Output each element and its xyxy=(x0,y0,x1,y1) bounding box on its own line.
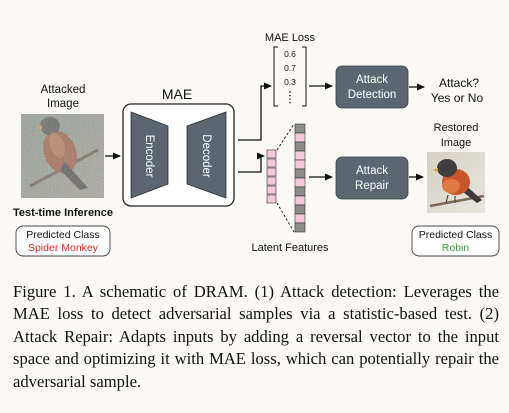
encoder-label: Encoder xyxy=(143,135,155,178)
predicted-class-label-left: Predicted Class xyxy=(26,229,100,241)
attack-repair-box xyxy=(335,156,409,200)
predicted-class-box-right xyxy=(411,225,500,257)
predicted-class-value-left: Spider Monkey xyxy=(28,242,99,254)
mae-loss-value-2: 0.7 xyxy=(284,63,296,73)
latent-features-label: Latent Features xyxy=(251,242,329,254)
latent-expand-line-bottom xyxy=(276,202,295,233)
attack-detection-label-line2: Detection xyxy=(348,89,397,101)
mae-loss-bracket-left xyxy=(273,46,278,107)
attacked-image-label-line1: Attacked xyxy=(41,84,86,96)
attack-detection-box xyxy=(335,65,409,109)
mae-loss-value-3: 0.3 xyxy=(284,77,296,87)
latent-features-small xyxy=(266,149,277,204)
restored-bird-image xyxy=(427,152,485,213)
arrow-mae-to-latent xyxy=(238,152,265,173)
predicted-class-box-left xyxy=(15,225,111,257)
restored-image-label-line1: Restored xyxy=(434,122,479,134)
arrow-mae-to-loss xyxy=(238,82,272,141)
mae-loss-ellipsis xyxy=(289,91,291,104)
attack-repair-label-line2: Repair xyxy=(355,180,389,192)
predicted-class-value-right: Robin xyxy=(442,242,470,254)
latent-features-expanded xyxy=(294,123,306,233)
mae-loss-bracket-right xyxy=(302,46,307,107)
predicted-class-label-right: Predicted Class xyxy=(419,229,493,241)
restored-image-label-line2: Image xyxy=(441,137,472,149)
attack-detection-label-line1: Attack xyxy=(356,74,388,86)
mae-loss-value-1: 0.6 xyxy=(284,49,296,59)
encoder-block xyxy=(130,111,169,199)
latent-expand-line-top xyxy=(276,123,295,151)
attacked-image-label-line2: Image xyxy=(47,98,79,110)
decoder-block xyxy=(186,111,227,199)
figure-caption: Figure 1. A schematic of DRAM. (1) Attac… xyxy=(13,282,499,391)
dram-diagram: Attacked Image Test-time Inference Predi… xyxy=(13,32,500,257)
attack-question-line1: Attack? xyxy=(439,76,479,90)
test-time-inference-label: Test-time Inference xyxy=(13,207,113,219)
attack-repair-label-line1: Attack xyxy=(356,165,388,177)
mae-title: MAE xyxy=(162,86,192,102)
attack-question-line2: Yes or No xyxy=(431,91,484,105)
mae-loss-title: MAE Loss xyxy=(265,32,316,44)
decoder-label: Decoder xyxy=(200,134,212,178)
attacked-bird-image xyxy=(21,114,104,198)
